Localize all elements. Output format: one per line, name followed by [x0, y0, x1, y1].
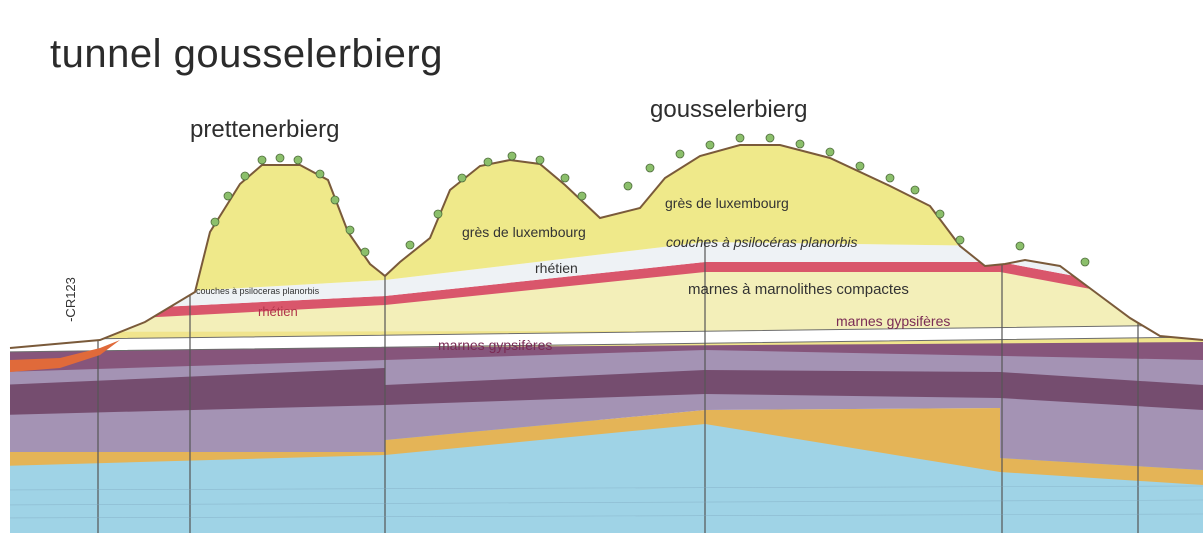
label-marnes-gypsiferes-center: marnes gypsifères	[438, 337, 552, 353]
label-marnes-gypsiferes-right: marnes gypsifères	[836, 313, 950, 329]
road-label: -CR123	[63, 277, 78, 322]
label-gres-left: grès de luxembourg	[462, 224, 586, 240]
label-psiloceras-right: couches à psilocéras planorbis	[666, 234, 857, 250]
label-rhetien-center: rhétien	[535, 260, 578, 276]
label-marnes-marnolithes: marnes à marnolithes compactes	[688, 281, 909, 298]
diagram-title: tunnel gousselerbierg	[50, 32, 443, 77]
strata-group	[0, 120, 1203, 533]
peak-label-gousselerbierg: gousselerbierg	[650, 96, 807, 124]
label-rhetien-left: rhétien	[258, 304, 298, 319]
label-psiloceras-left: couches à psiloceras planorbis	[196, 286, 319, 296]
peak-label-prettenerbierg: prettenerbierg	[190, 116, 339, 144]
label-gres-right: grès de luxembourg	[665, 195, 789, 211]
